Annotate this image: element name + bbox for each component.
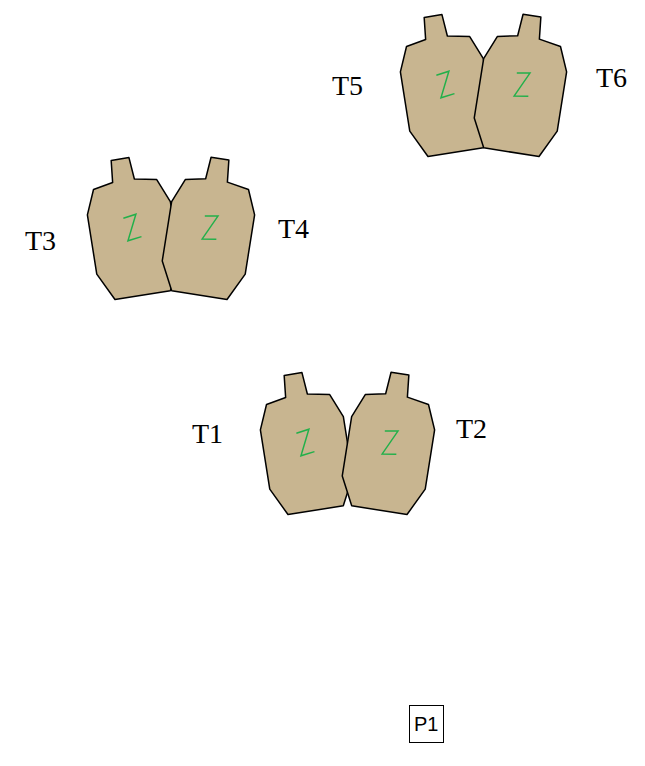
target-label: T6 (596, 64, 627, 92)
target-label: T3 (25, 227, 56, 255)
shooting-position-box: P1 (409, 705, 444, 743)
target-label: T1 (192, 420, 223, 448)
target-label: T5 (332, 72, 363, 100)
target (470, 9, 575, 158)
target (253, 367, 358, 516)
target (158, 152, 263, 301)
target-label: T4 (278, 215, 309, 243)
position-label: P1 (414, 714, 443, 734)
target-label: T2 (456, 415, 487, 443)
target (338, 367, 443, 516)
